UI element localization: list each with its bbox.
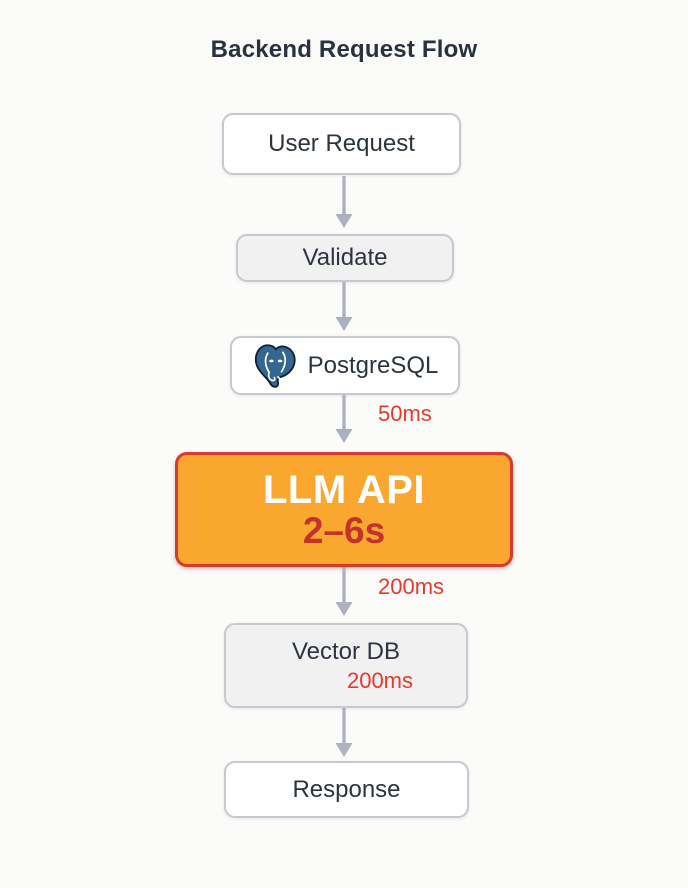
diagram-title: Backend Request Flow <box>210 36 478 63</box>
flow-arrow-down-icon <box>335 708 353 757</box>
node-latency: 200ms <box>346 667 414 693</box>
node-label: User Request <box>268 130 415 157</box>
node-label: PostgreSQL <box>307 351 439 379</box>
postgresql-elephant-logo-icon <box>254 343 296 388</box>
node-label: LLM API <box>263 468 425 513</box>
flow-arrow-down-icon <box>335 282 353 331</box>
flow-node-validate: Validate <box>236 234 454 282</box>
edge-latency-label: 50ms <box>378 401 432 426</box>
flow-node-postgresql: PostgreSQL <box>230 336 460 395</box>
node-label: Validate <box>302 244 388 271</box>
edge-latency-label: 200ms <box>378 574 445 599</box>
flow-node-vector-db: Vector DB 200ms <box>224 623 468 708</box>
node-latency: 2–6s <box>302 510 386 552</box>
flow-arrow-down-icon <box>335 395 353 443</box>
node-label: Vector DB <box>291 637 401 665</box>
node-label: Response <box>292 775 401 803</box>
flow-arrow-down-icon <box>335 567 353 616</box>
flow-node-response: Response <box>224 761 469 818</box>
flow-node-user-request: User Request <box>222 113 461 175</box>
flow-node-llm-api: LLM API 2–6s <box>175 452 513 567</box>
flow-arrow-down-icon <box>335 176 353 228</box>
